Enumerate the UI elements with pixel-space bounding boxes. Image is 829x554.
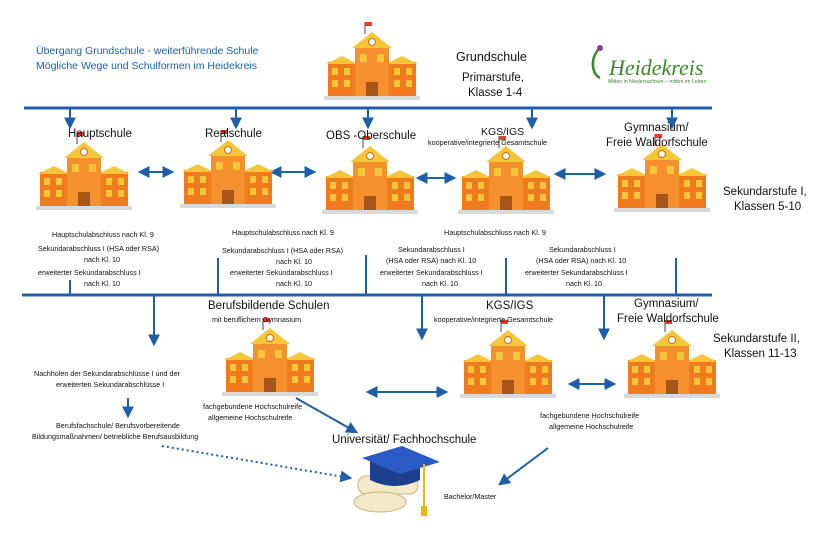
note-kgs-2: (HSA oder RSA) nach Kl. 10 (386, 256, 477, 265)
note-obs-3: nach Kl. 10 (276, 257, 312, 266)
note-beruf-1: Berufsfachschule/ Berufsvorbereitende (56, 421, 180, 430)
school-grundschule-icon (323, 21, 421, 101)
note-beruf-2: Bildungsmaßnahmen/ betriebliche Berufsau… (32, 432, 199, 441)
logo-tagline: Mitten in Niedersachsen – mitten im Lebe… (608, 79, 708, 85)
label-kgs: KGS/IGS (481, 126, 525, 138)
school-gym-sek2-icon (623, 319, 721, 399)
label-obs: OBS -Oberschule (326, 130, 417, 142)
label-kgs-sub: kooperative/integrierte Gesamtschule (428, 138, 548, 147)
header-line-2: Mögliche Wege und Schulformen im Heidekr… (36, 60, 257, 72)
note-haupt-3: nach Kl. 10 (84, 255, 120, 264)
label-realschule: Realschule (205, 128, 262, 140)
note-gym-3: erweiterter Sekundarabschluss I (525, 268, 628, 277)
note-bbs-abschluss-1: fachgebundene Hochschulreife (203, 402, 303, 411)
school-bbs-icon (221, 317, 319, 397)
grundschule-stufe: Primarstufe, (462, 72, 524, 84)
note-nachholen-2: erweiterten Sekundarabschlüsse I (56, 380, 165, 389)
note-kgs-1: Sekundarabschluss I (398, 245, 465, 254)
note-kgs-abschluss-1: fachgebundene Hochschulreife (540, 411, 640, 420)
sek2-label-2: Klassen 11-13 (724, 348, 797, 360)
label-kgs-sek2: KGS/IGS (486, 300, 534, 312)
note-obs-2: Sekundarabschluss I (HSA oder RSA) (222, 246, 344, 255)
note-obs-4: erweiterter Sekundarabschluss I (230, 268, 333, 277)
note-haupt-5: nach Kl. 10 (84, 279, 120, 288)
arrow-bbs-to-uni (295, 397, 359, 434)
note-gym-4: nach Kl. 10 (566, 279, 602, 288)
note-gym-1: Sekundarabschluss I (549, 245, 616, 254)
label-gym-sek2: Gymnasium/ (634, 298, 699, 310)
label-waldorf: Freie Waldorfschule (606, 137, 708, 149)
graduation-cap-icon (353, 446, 440, 516)
label-kgs-sek2-sub: kooperative/integrierte Gesamtschule (434, 315, 554, 324)
dotted-arrow-beruf-to-uni (161, 445, 353, 483)
grundschule-title: Grundschule (456, 50, 527, 64)
note-haupt-1: Hauptschulabschluss nach Kl. 9 (52, 230, 154, 239)
school-kgs-icon (457, 135, 555, 215)
note-nachholen-1: Nachholen der Sekundarabschlüsse I und d… (34, 369, 180, 378)
note-haupt-4: erweiterter Sekundarabschluss I (38, 268, 141, 277)
note-kgs-3: erweiterter Sekundarabschluss I (380, 268, 483, 277)
label-bachelor: Bachelor/Master (444, 492, 497, 501)
label-bbs: Berufsbildende Schulen (208, 300, 330, 312)
label-bbs-sub: mit beruflichem Gymnasium (212, 315, 302, 324)
sek1-label-1: Sekundarstufe I, (723, 186, 807, 198)
school-obs-icon (321, 135, 419, 215)
note-gym-2: (HSA oder RSA) nach Kl. 10 (536, 256, 627, 265)
note-kgs-4: nach Kl. 10 (422, 279, 458, 288)
note-kgs-top: Hauptschulabschluss nach Kl. 9 (444, 228, 546, 237)
label-gymnasium: Gymnasium/ (624, 122, 689, 134)
label-waldorf-sek2: Freie Waldorfschule (617, 313, 719, 325)
sek1-label-2: Klassen 5-10 (734, 201, 802, 213)
grundschule-klasse: Klasse 1-4 (468, 87, 523, 99)
note-bbs-abschluss-2: allgemeine Hochschulreife (208, 413, 293, 422)
school-realschule-icon (179, 129, 277, 209)
note-kgs-abschluss-2: allgemeine Hochschulreife (549, 422, 634, 431)
header-line-1: Übergang Grundschule - weiterführende Sc… (36, 45, 259, 57)
note-obs-1: Hauptschulabschluss nach Kl. 9 (232, 228, 334, 237)
logo-name: Heidekreis (609, 55, 704, 80)
arrow-kgs-to-uni (498, 447, 549, 486)
sek2-label-1: Sekundarstufe II, (713, 333, 800, 345)
heidekreis-logo-icon (591, 45, 603, 80)
school-hauptschule-icon (35, 131, 133, 211)
label-universitaet: Universität/ Fachhochschule (332, 434, 477, 446)
note-haupt-2: Sekundarabschluss I (HSA oder RSA) (38, 244, 160, 253)
note-obs-5: nach Kl. 10 (276, 279, 312, 288)
label-hauptschule: Hauptschule (68, 128, 132, 140)
school-kgs-sek2-icon (459, 319, 557, 399)
